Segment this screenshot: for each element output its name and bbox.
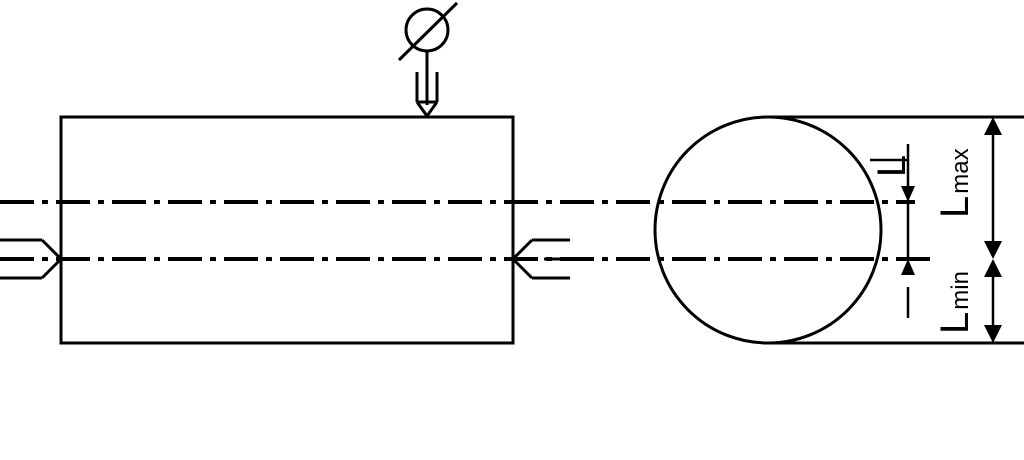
- l-dimension: [870, 144, 915, 318]
- right-support-icon: [510, 238, 570, 280]
- l-min-dimension: [984, 259, 1002, 343]
- left-support-icon: [0, 238, 64, 280]
- dial-indicator-icon: [397, 1, 459, 119]
- l-min-sub-text: min: [947, 271, 974, 310]
- shaft-end-view: [653, 115, 883, 345]
- shaft-side-view: [59, 115, 515, 345]
- l-max-dimension: [984, 117, 1002, 259]
- l-label-text: L: [870, 155, 914, 177]
- l-min-main-text: L: [933, 312, 977, 334]
- svg-text:Lmax: Lmax: [933, 148, 977, 218]
- l-max-main-text: L: [933, 196, 977, 218]
- l-max-label: Lmax: [933, 148, 977, 218]
- l-label: L: [870, 155, 914, 177]
- svg-text:Lmin: Lmin: [933, 271, 977, 334]
- l-min-label: Lmin: [933, 271, 977, 334]
- l-max-sub-text: max: [947, 148, 974, 193]
